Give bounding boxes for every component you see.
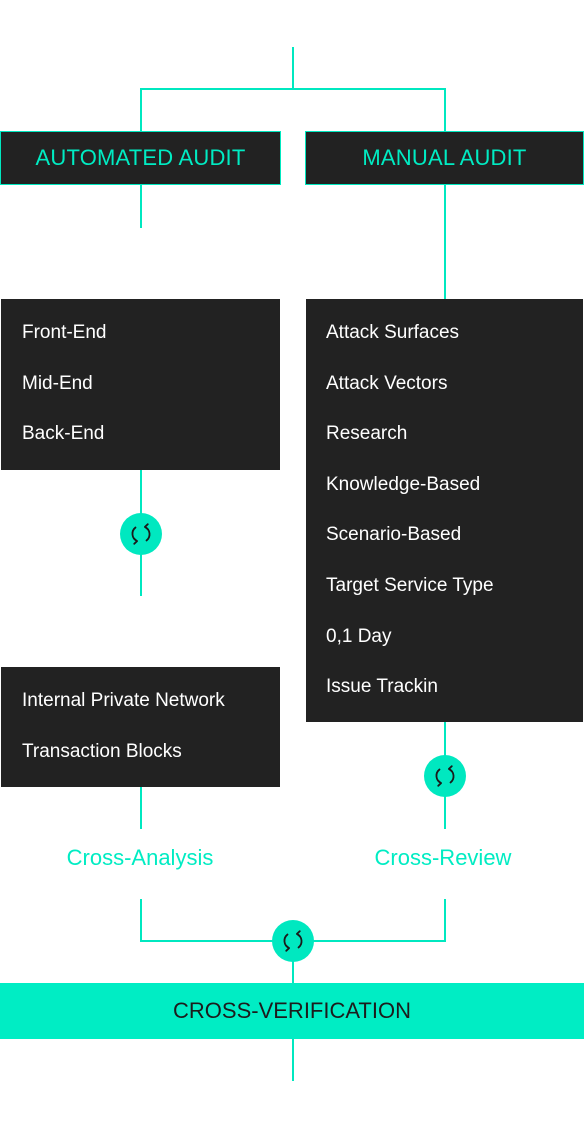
automated-connector-3	[140, 787, 142, 829]
left-branch-drop-line	[140, 88, 142, 132]
top-branch-line	[140, 88, 446, 90]
list-item: Target Service Type	[326, 574, 494, 596]
merge-stem-line	[292, 940, 294, 984]
list-item: Attack Surfaces	[326, 322, 460, 343]
refresh-cycle-icon	[272, 920, 314, 962]
cross-verification-bar: CROSS-VERIFICATION	[0, 983, 584, 1039]
automated-audit-title: AUTOMATED AUDIT	[35, 145, 246, 170]
automated-layers-box: Front-End Mid-End Back-End	[1, 299, 280, 470]
list-item: Transaction Blocks	[22, 740, 182, 762]
bottom-stem-line	[292, 1039, 294, 1081]
top-stem-line	[292, 47, 294, 89]
list-item: Research	[326, 423, 408, 445]
refresh-cycle-icon	[424, 755, 466, 797]
automated-connector-1	[140, 185, 142, 228]
list-item: Issue Trackin	[326, 676, 438, 698]
manual-connector-1	[444, 185, 446, 299]
manual-audit-header: MANUAL AUDIT	[305, 131, 584, 185]
list-item: Attack Vectors	[326, 372, 448, 394]
cross-analysis-label: Cross-Analysis	[66, 845, 214, 870]
cross-analysis-drop-line	[140, 899, 142, 942]
automated-audit-header: AUTOMATED AUDIT	[0, 131, 281, 185]
cross-review-drop-line	[444, 899, 446, 942]
list-item: Knowledge-Based	[326, 473, 481, 495]
automated-network-box: Internal Private Network Transaction Blo…	[1, 667, 280, 787]
list-item: Internal Private Network	[22, 690, 225, 711]
right-branch-drop-line	[444, 88, 446, 132]
list-item: Back-End	[22, 423, 105, 445]
cross-verification-label: CROSS-VERIFICATION	[173, 998, 411, 1023]
refresh-cycle-icon	[120, 513, 162, 555]
list-item: Front-End	[22, 322, 107, 343]
manual-audit-title: MANUAL AUDIT	[362, 145, 527, 170]
cross-review-label: Cross-Review	[374, 845, 512, 870]
list-item: Mid-End	[22, 372, 93, 394]
list-item: Scenario-Based	[326, 524, 462, 546]
list-item: 0,1 Day	[326, 625, 392, 647]
manual-audit-box: Attack Surfaces Attack Vectors Research …	[306, 299, 583, 722]
